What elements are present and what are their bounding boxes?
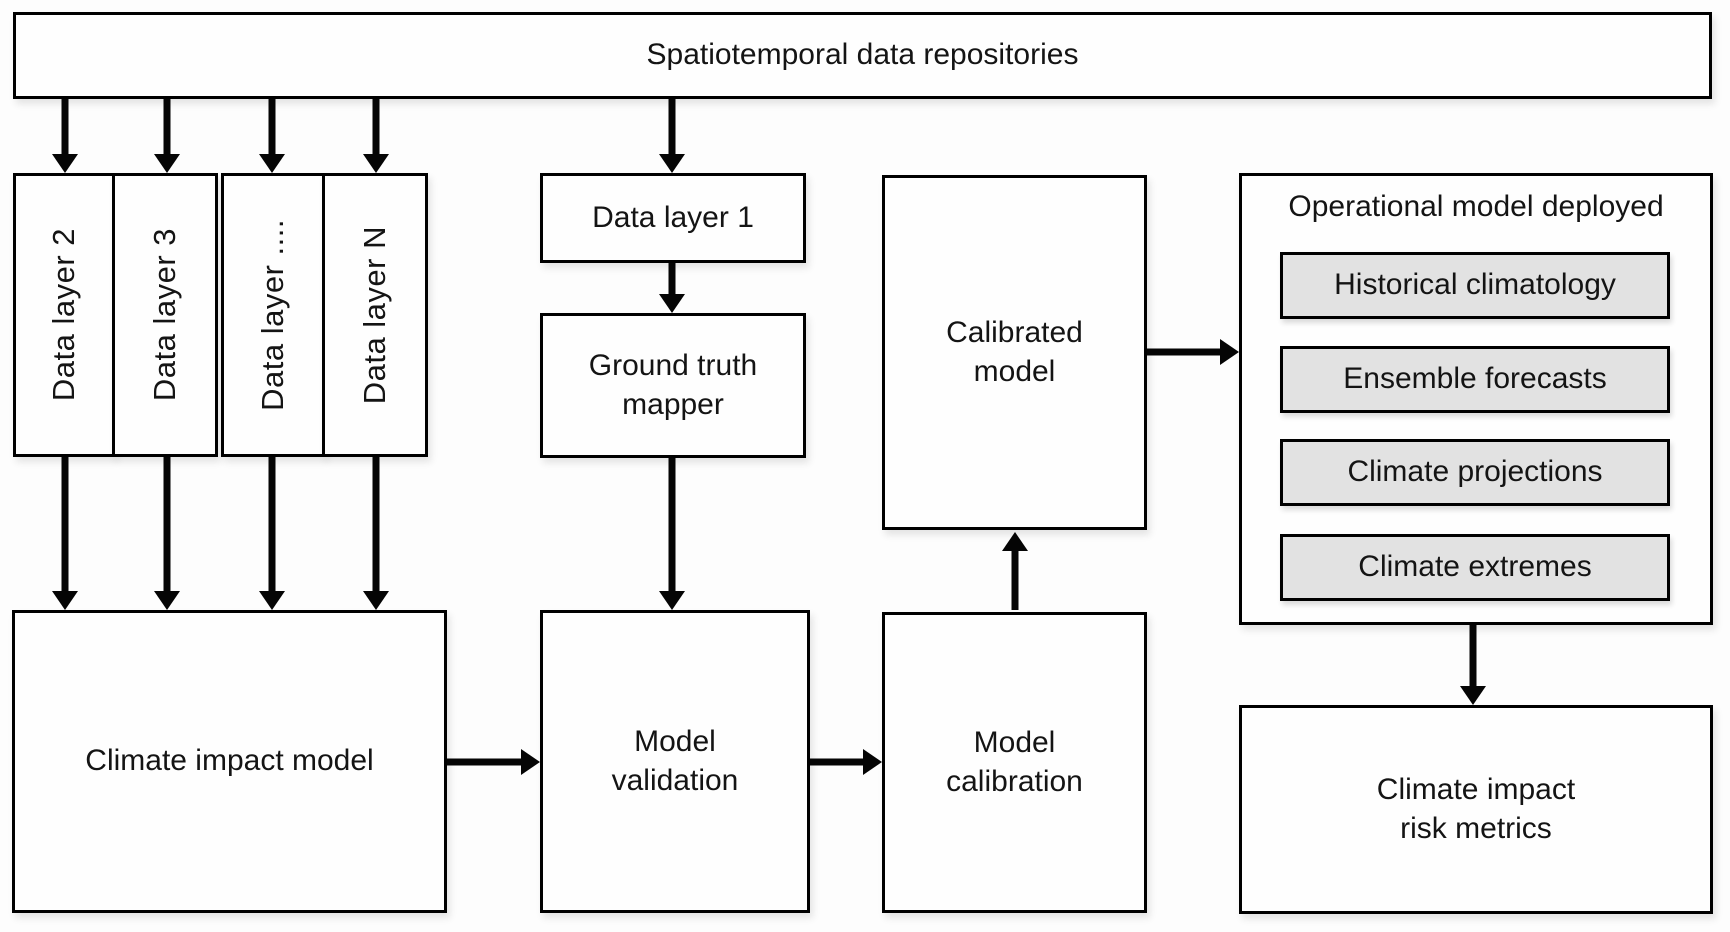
arrow-model-calibration-to-calibrated-model xyxy=(1002,532,1028,610)
arrow-repos-to-data-layer-n xyxy=(363,99,389,173)
node-calibrated-model: Calibrated model xyxy=(882,175,1147,530)
node-label-calibrated-model: Calibrated model xyxy=(946,316,1083,388)
arrow-ground-truth-mapper-to-model-validation xyxy=(659,458,685,610)
node-label-ensemble-forecasts: Ensemble forecasts xyxy=(1343,362,1607,396)
node-model-calibration: Model calibration xyxy=(882,612,1147,913)
node-data-layer-1: Data layer 1 xyxy=(540,173,806,263)
node-data-layer-3: Data layer 3 xyxy=(112,173,218,457)
node-label-climate-impact-model: Climate impact model xyxy=(85,744,374,778)
node-operational-model-deployed: Operational model deployed Historical cl… xyxy=(1239,173,1713,625)
arrow-data-layer-3-to-climate-impact-model xyxy=(154,457,180,610)
arrow-repos-to-data-layer-2 xyxy=(52,99,78,173)
arrow-repos-to-data-layer-1 xyxy=(659,99,685,173)
arrow-data-layer-n-to-climate-impact-model xyxy=(363,457,389,610)
node-label-data-layer-2: Data layer 2 xyxy=(46,228,81,402)
node-climate-projections: Climate projections xyxy=(1280,439,1670,506)
node-label-model-validation: Model validation xyxy=(611,725,739,797)
node-label-data-layer-dots: Data layer .... xyxy=(255,219,290,411)
arrow-climate-impact-model-to-model-validation xyxy=(447,749,540,775)
node-label-operational-model-deployed: Operational model deployed xyxy=(1288,190,1664,223)
arrow-model-validation-to-model-calibration xyxy=(810,749,882,775)
node-climate-extremes: Climate extremes xyxy=(1280,534,1670,601)
node-climate-impact-model: Climate impact model xyxy=(12,610,447,913)
node-label-data-layer-n: Data layer N xyxy=(357,225,392,405)
arrow-data-layer-1-to-ground-truth-mapper xyxy=(659,263,685,313)
node-data-layer-2: Data layer 2 xyxy=(13,173,115,457)
node-climate-impact-risk-metrics: Climate impact risk metrics xyxy=(1239,705,1713,914)
node-ground-truth-mapper: Ground truth mapper xyxy=(540,313,806,458)
arrow-operational-model-to-risk-metrics xyxy=(1460,625,1486,705)
node-label-data-layer-1: Data layer 1 xyxy=(592,200,754,234)
node-model-validation: Model validation xyxy=(540,610,810,913)
arrow-calibrated-model-to-operational-model xyxy=(1147,339,1239,365)
node-ensemble-forecasts: Ensemble forecasts xyxy=(1280,346,1670,413)
node-label-data-layer-3: Data layer 3 xyxy=(147,228,182,402)
node-label-climate-impact-risk-metrics: Climate impact risk metrics xyxy=(1376,773,1576,845)
node-data-layer-n: Data layer N xyxy=(322,173,428,457)
node-historical-climatology: Historical climatology xyxy=(1280,252,1670,319)
node-label-climate-extremes: Climate extremes xyxy=(1358,550,1592,584)
node-label-historical-climatology: Historical climatology xyxy=(1334,268,1616,302)
arrow-repos-to-data-layer-dots xyxy=(259,99,285,173)
node-label-model-calibration: Model calibration xyxy=(946,726,1083,798)
node-data-layer-dots: Data layer .... xyxy=(221,173,325,457)
arrow-data-layer-2-to-climate-impact-model xyxy=(52,457,78,610)
node-label-climate-projections: Climate projections xyxy=(1347,455,1603,489)
arrow-repos-to-data-layer-3 xyxy=(154,99,180,173)
node-label-ground-truth-mapper: Ground truth mapper xyxy=(588,349,758,421)
node-spatiotemporal-data-repositories: Spatiotemporal data repositories xyxy=(13,12,1712,99)
arrow-data-layer-dots-to-climate-impact-model xyxy=(259,457,285,610)
node-label-repositories: Spatiotemporal data repositories xyxy=(646,38,1079,72)
